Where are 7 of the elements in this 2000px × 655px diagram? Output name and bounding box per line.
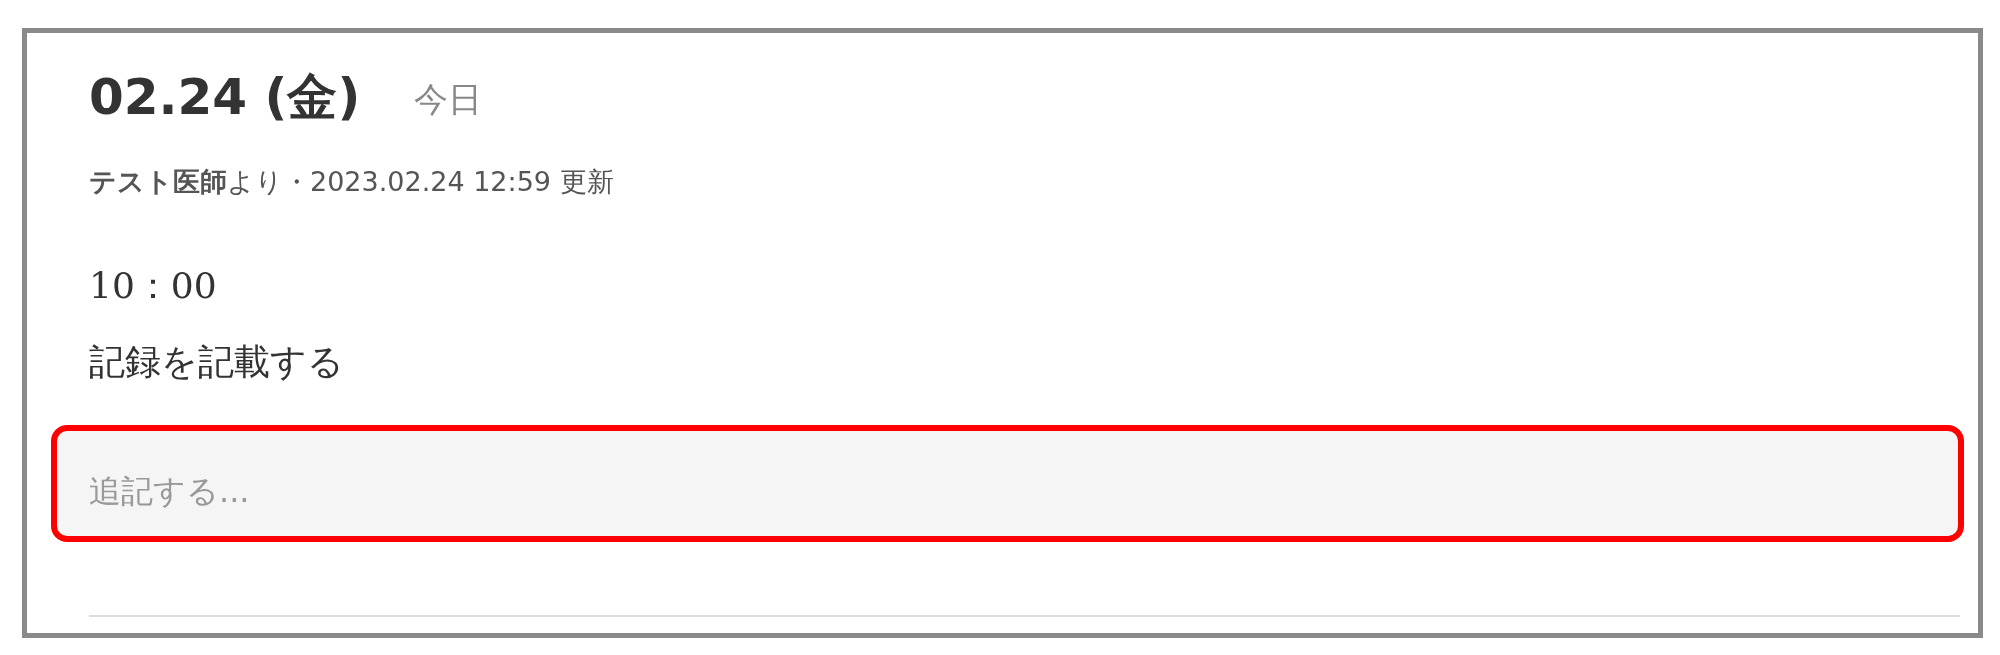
- placeholder-text: 追記する...: [89, 475, 250, 507]
- time-text: 10：00: [89, 268, 217, 304]
- day-label: 今日: [414, 82, 482, 116]
- update-info: テスト医師より・2023.02.24 12:59 更新: [89, 168, 614, 195]
- record-text: 記録を記載する: [89, 344, 344, 380]
- input-field: [51, 425, 1964, 542]
- date-heading: 02.24 (金): [89, 72, 361, 122]
